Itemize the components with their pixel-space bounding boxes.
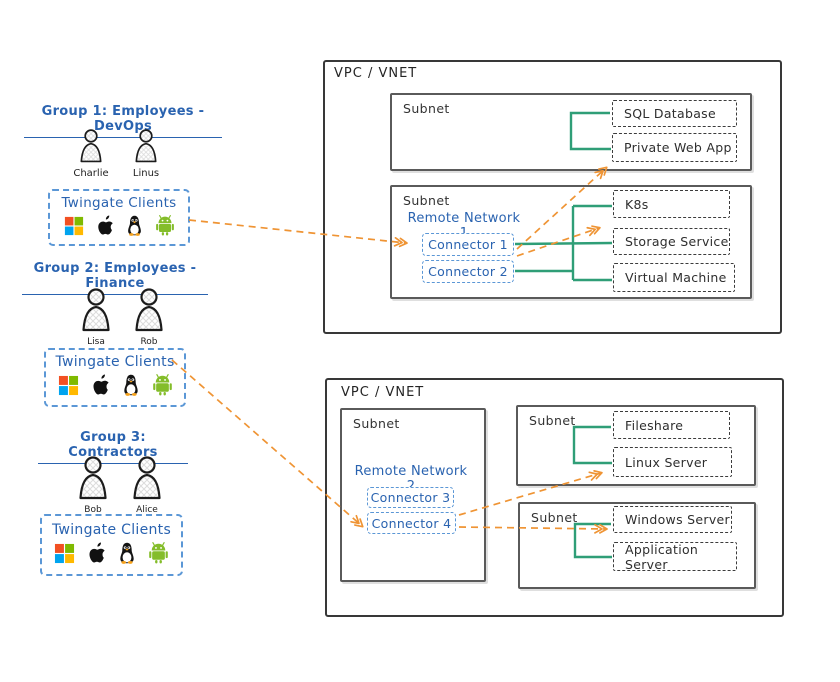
user-name: Charlie bbox=[73, 168, 109, 179]
subnet-label: Subnet bbox=[353, 416, 400, 431]
user-name: Linus bbox=[132, 168, 160, 179]
group-3-twingate-clients: Twingate Clients bbox=[40, 514, 183, 576]
twingate-clients-label: Twingate Clients bbox=[61, 195, 177, 211]
user-icon bbox=[79, 456, 107, 500]
service-fileshare: Fileshare bbox=[613, 411, 730, 439]
windows-icon bbox=[54, 543, 75, 563]
service-storage-service: Storage Service bbox=[613, 228, 730, 255]
group-2-title: Group 2: Employees - Finance bbox=[22, 261, 208, 295]
vpc-bottom-label: VPC / VNET bbox=[341, 385, 425, 400]
twingate-clients-label: Twingate Clients bbox=[51, 522, 172, 538]
subnet-label: Subnet bbox=[403, 101, 450, 116]
vpc-top-label: VPC / VNET bbox=[334, 66, 418, 81]
linux-icon bbox=[120, 542, 134, 564]
user-icon bbox=[82, 288, 110, 332]
service-k8s: K8s bbox=[613, 190, 730, 218]
remote-network-2-label: Remote Network 2 bbox=[354, 464, 468, 494]
user-bob: Bob bbox=[71, 456, 115, 515]
group-3-title: Group 3: Contractors bbox=[38, 430, 188, 464]
service-windows-server: Windows Server bbox=[613, 506, 732, 533]
user-icon bbox=[135, 129, 157, 163]
user-icon bbox=[135, 288, 163, 332]
user-charlie: Charlie bbox=[69, 129, 113, 179]
android-icon bbox=[152, 374, 172, 396]
user-icon bbox=[133, 456, 161, 500]
linux-icon bbox=[123, 374, 138, 396]
connector-4: Connector 4 bbox=[367, 512, 456, 534]
android-icon bbox=[149, 542, 168, 564]
user-rob: Rob bbox=[127, 288, 171, 347]
user-name: Alice bbox=[136, 505, 158, 515]
apple-icon bbox=[92, 374, 109, 395]
service-virtual-machine: Virtual Machine bbox=[613, 263, 735, 292]
subnet-label: Subnet bbox=[403, 193, 450, 208]
connector-3: Connector 3 bbox=[367, 487, 454, 508]
windows-icon bbox=[64, 216, 83, 235]
service-sql-database: SQL Database bbox=[612, 100, 737, 127]
android-icon bbox=[155, 215, 174, 236]
apple-icon bbox=[97, 215, 113, 235]
user-alice: Alice bbox=[125, 456, 169, 515]
group-1-twingate-clients: Twingate Clients bbox=[48, 189, 190, 246]
connector-2: Connector 2 bbox=[422, 260, 514, 283]
linux-icon bbox=[127, 215, 141, 236]
user-linus: Linus bbox=[124, 129, 168, 179]
user-name: Lisa bbox=[87, 337, 105, 347]
subnet-label: Subnet bbox=[529, 413, 576, 428]
connector-1: Connector 1 bbox=[422, 233, 514, 256]
service-linux-server: Linux Server bbox=[613, 447, 732, 477]
group-2-twingate-clients: Twingate Clients bbox=[44, 348, 186, 407]
windows-icon bbox=[58, 375, 78, 395]
group-1-title: Group 1: Employees - DevOps bbox=[24, 104, 222, 138]
service-application-server: Application Server bbox=[613, 542, 737, 572]
user-icon bbox=[80, 129, 102, 163]
user-name: Bob bbox=[84, 505, 102, 515]
twingate-clients-label: Twingate Clients bbox=[55, 354, 175, 370]
service-private-web-app: Private Web App bbox=[612, 133, 737, 162]
subnet-label: Subnet bbox=[531, 510, 578, 525]
apple-icon bbox=[89, 542, 105, 563]
user-name: Rob bbox=[140, 337, 158, 347]
user-lisa: Lisa bbox=[74, 288, 118, 347]
